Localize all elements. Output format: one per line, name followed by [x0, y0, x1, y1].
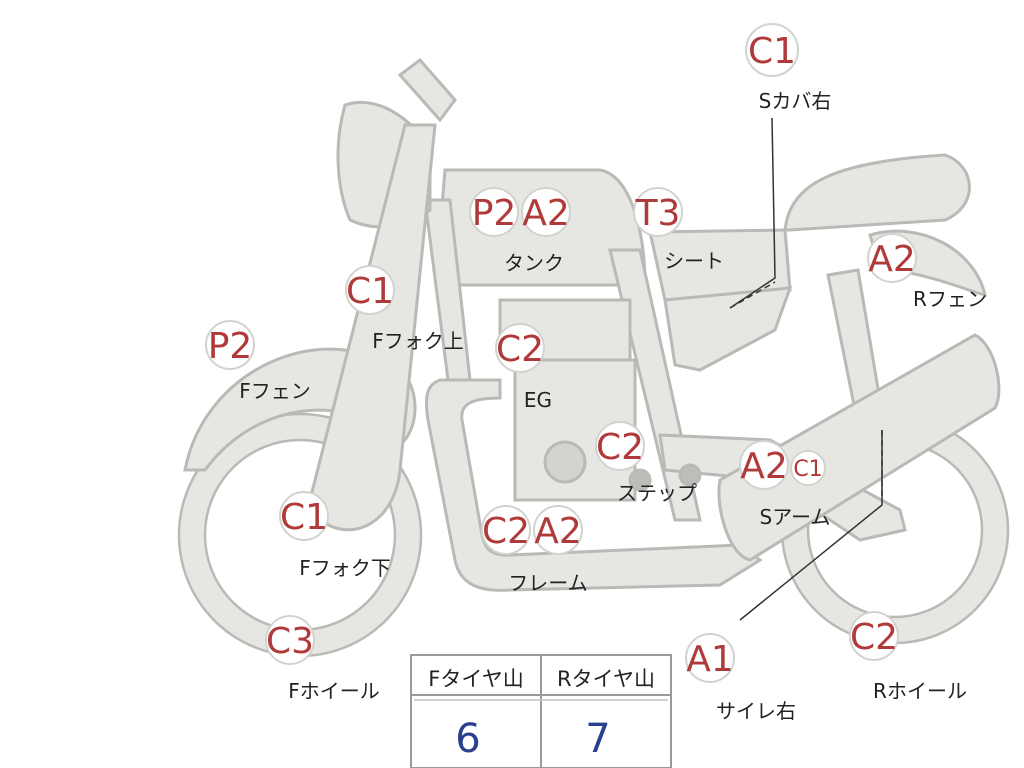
part-label: ステップ — [617, 481, 697, 505]
grade-circle — [481, 505, 531, 555]
grade-circle — [633, 187, 683, 237]
grade-code: C3 — [266, 621, 314, 662]
grade-code: C2 — [596, 427, 644, 468]
part-label: Sアーム — [760, 505, 831, 529]
grade-circle — [279, 491, 329, 541]
rear-tread-header: Rタイヤ山 — [557, 667, 655, 691]
tire-tread-table: Fタイヤ山 Rタイヤ山 6 7 — [410, 654, 672, 768]
grade-circle — [867, 233, 917, 283]
grade-circle — [849, 611, 899, 661]
muffler-shape — [717, 333, 1001, 562]
grade-code: A2 — [740, 446, 788, 487]
front-tread-header: Fタイヤ山 — [428, 667, 523, 691]
grade-code: C1 — [793, 457, 822, 482]
grade-code: A2 — [534, 511, 582, 552]
grade-code: A2 — [522, 193, 570, 234]
part-label: シート — [664, 249, 724, 273]
grade-code: C1 — [346, 271, 394, 312]
part-label: Fフェン — [239, 379, 311, 403]
part-label: Rホイール — [873, 679, 967, 703]
grade-code: C2 — [482, 511, 530, 552]
grade-circle — [265, 615, 315, 665]
part-label: Fフォク下 — [299, 556, 391, 580]
grade-code: C2 — [496, 329, 544, 370]
grade-code: C2 — [850, 617, 898, 658]
marker-tank-p2: P2 — [469, 187, 519, 237]
part-label: Fフォク上 — [372, 329, 464, 353]
leader-lines — [729, 117, 883, 621]
grade-circle — [790, 450, 826, 486]
part-label: フレーム — [508, 571, 587, 595]
grade-code: C1 — [280, 497, 328, 538]
grade-code: T3 — [635, 193, 681, 234]
grade-circle — [533, 505, 583, 555]
marker-muffler-right: A1 サイレ右 — [685, 633, 796, 723]
grade-circle — [739, 440, 789, 490]
grade-circle — [521, 187, 571, 237]
grade-code: P2 — [208, 326, 253, 367]
part-label: サイレ右 — [716, 699, 796, 723]
part-label: Sカバ右 — [759, 89, 832, 113]
marker-step: C2 ステップ — [595, 421, 697, 505]
marker-tank-a2: A2 タンク — [504, 187, 571, 275]
part-label: EG — [524, 388, 552, 412]
marker-frame-c2: C2 — [481, 505, 531, 555]
front-tread-value: 6 — [455, 716, 480, 762]
marker-frame-a2: A2 フレーム — [508, 505, 588, 595]
grade-code: P2 — [472, 193, 517, 234]
grade-circle — [345, 265, 395, 315]
grade-circle — [745, 23, 799, 77]
grade-circle — [205, 320, 255, 370]
grade-code: A1 — [686, 639, 734, 680]
rear-tread-value: 7 — [585, 716, 610, 762]
part-label: Rフェン — [913, 287, 987, 311]
marker-s-arm-a2: A2 — [739, 440, 789, 490]
marker-seat: T3 シート — [633, 187, 724, 273]
grade-code: C1 — [748, 31, 796, 72]
grade-code: A2 — [868, 239, 916, 280]
grade-circle — [469, 187, 519, 237]
part-label: タンク — [504, 251, 564, 275]
part-label: Fホイール — [288, 679, 380, 703]
grade-circle — [685, 633, 735, 683]
grade-circle — [495, 323, 545, 373]
grade-circle — [595, 421, 645, 471]
